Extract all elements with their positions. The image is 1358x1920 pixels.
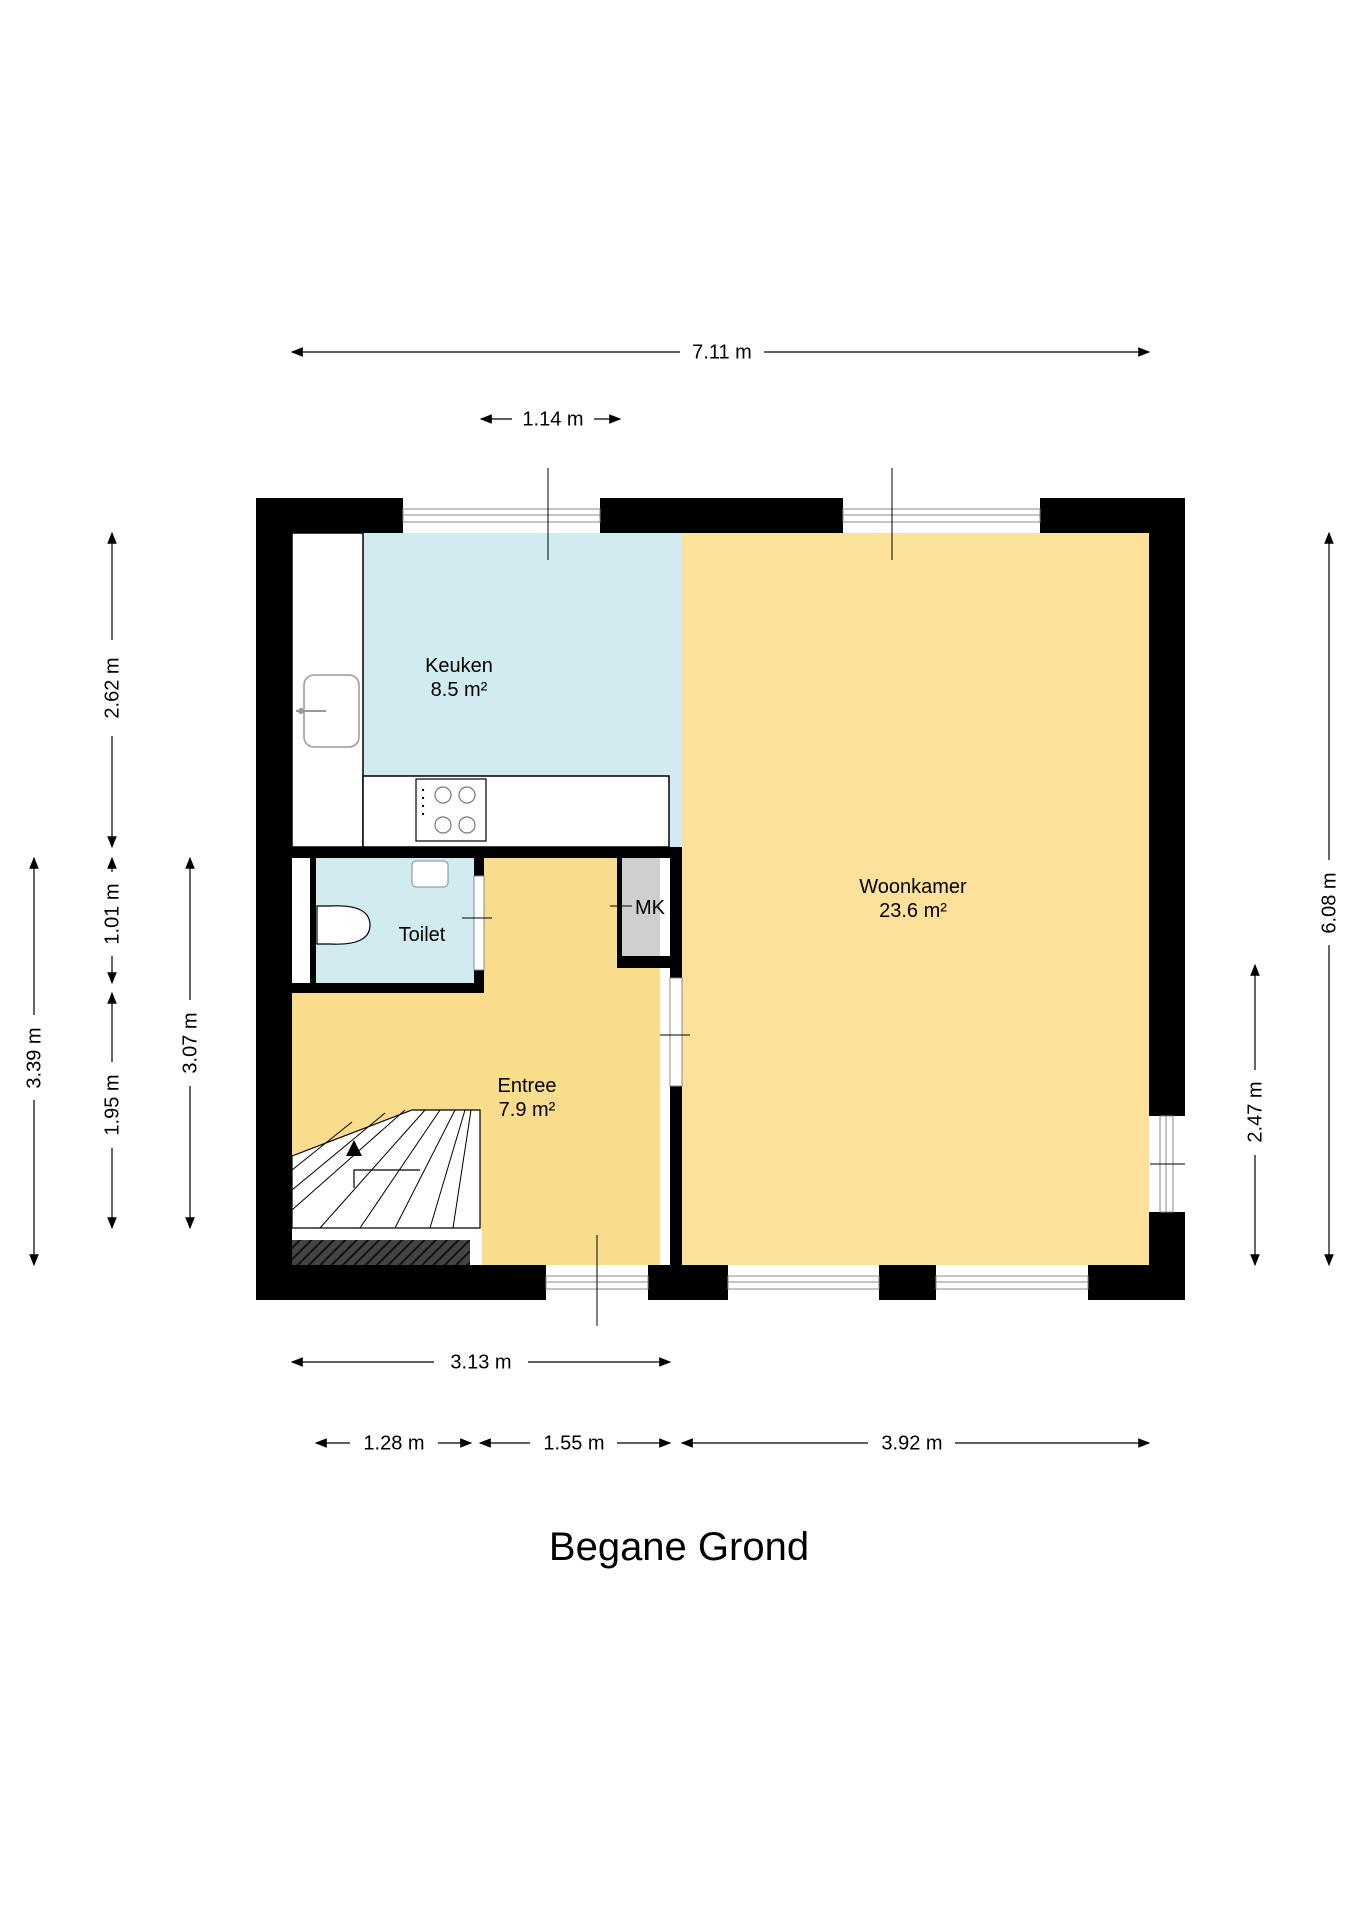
room-mk bbox=[620, 858, 660, 956]
dim-top-total: 7.11 m bbox=[692, 341, 752, 363]
dimension-lines bbox=[29, 347, 1334, 1448]
walls bbox=[256, 498, 1185, 1300]
dim-bottom-entree: 3.13 m bbox=[450, 1351, 511, 1373]
dim-left-entree: 1.95 m bbox=[101, 1074, 123, 1135]
dim-left-keuken: 2.62 m bbox=[101, 657, 123, 718]
toilet-icon bbox=[316, 905, 371, 945]
dim-right-lower: 2.47 m bbox=[1244, 1081, 1266, 1142]
dim-left-toilet: 1.01 m bbox=[101, 883, 123, 944]
room-entree-area: 7.9 m² bbox=[499, 1099, 556, 1121]
room-keuken-area: 8.5 m² bbox=[431, 679, 488, 701]
hatched-strip bbox=[292, 1240, 470, 1265]
room-woonkamer-name: Woonkamer bbox=[859, 876, 967, 898]
dim-bottom-a: 1.28 m bbox=[363, 1432, 424, 1454]
dim-top-window: 1.14 m bbox=[522, 408, 583, 430]
stove-icon bbox=[415, 778, 487, 842]
room-mk-name: MK bbox=[635, 897, 666, 919]
dim-bottom-b: 1.55 m bbox=[543, 1432, 604, 1454]
room-woonkamer bbox=[682, 533, 1149, 1265]
room-entree-name: Entree bbox=[498, 1075, 557, 1097]
counter-bottom bbox=[362, 775, 670, 848]
stair-arrow-icon bbox=[346, 1140, 362, 1156]
dim-left-outer: 3.39 m bbox=[23, 1027, 45, 1088]
opening-markers bbox=[462, 468, 1185, 1326]
dim-right-total: 6.08 m bbox=[1318, 872, 1340, 933]
room-woonkamer-area: 23.6 m² bbox=[879, 900, 947, 922]
handbasin-icon bbox=[411, 860, 449, 888]
staircase bbox=[291, 1109, 481, 1229]
room-keuken-name: Keuken bbox=[425, 655, 493, 677]
room-toilet-name: Toilet bbox=[399, 924, 446, 946]
floor-title: Begane Grond bbox=[548, 1525, 810, 1569]
dim-left-inner: 3.07 m bbox=[179, 1012, 201, 1073]
dim-bottom-c: 3.92 m bbox=[881, 1432, 942, 1454]
